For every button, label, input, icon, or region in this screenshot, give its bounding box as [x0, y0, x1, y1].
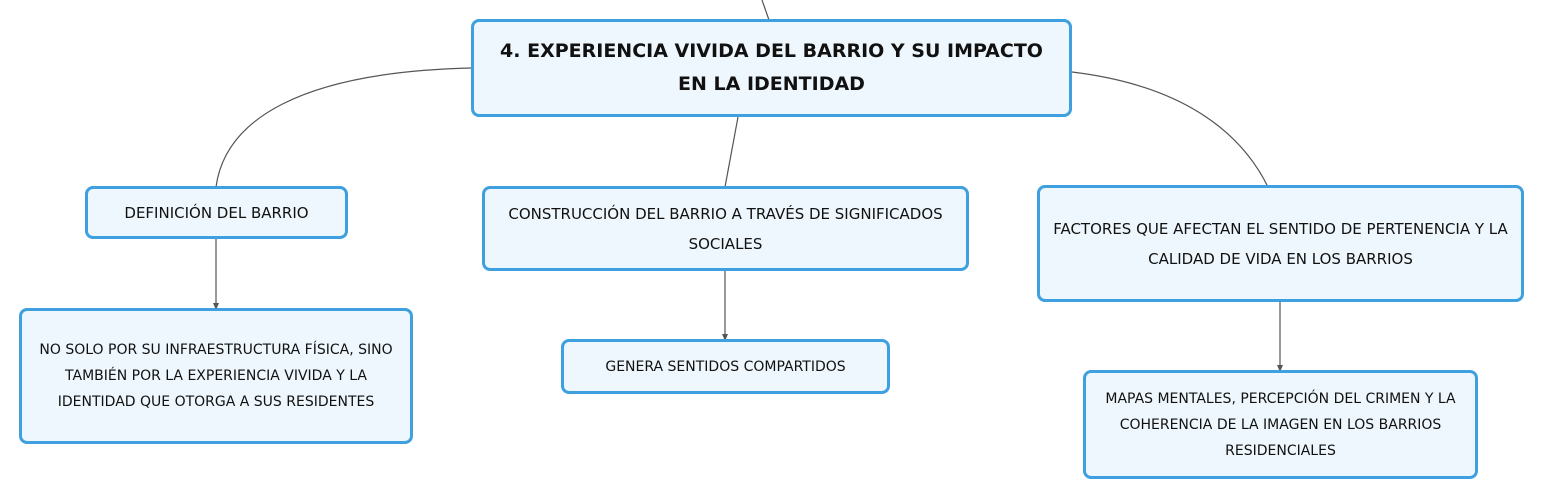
arrowhead-definicion-child	[213, 303, 219, 310]
root-topic-text: 4. EXPERIENCIA VIVIDA DEL BARRIO Y SU IM…	[500, 40, 1043, 95]
arrowhead-factores-child	[1277, 365, 1283, 372]
root-topic[interactable]: 4. EXPERIENCIA VIVIDA DEL BARRIO Y SU IM…	[471, 19, 1072, 117]
subtopic-sentidos-text: GENERA SENTIDOS COMPARTIDOS	[605, 358, 846, 375]
topic-factores-pertenencia[interactable]: FACTORES QUE AFECTAN EL SENTIDO DE PERTE…	[1037, 185, 1524, 302]
subtopic-sentidos-compartidos[interactable]: GENERA SENTIDOS COMPARTIDOS	[561, 339, 890, 394]
subtopic-infraestructura[interactable]: NO SOLO POR SU INFRAESTRUCTURA FÍSICA, S…	[19, 308, 413, 444]
connector-root-to-definicion	[215, 67, 472, 188]
connector-parent-to-root	[761, 0, 770, 21]
connector-root-to-factores	[1071, 71, 1269, 188]
topic-factores-text: FACTORES QUE AFECTAN EL SENTIDO DE PERTE…	[1053, 219, 1508, 268]
topic-construccion-del-barrio[interactable]: CONSTRUCCIÓN DEL BARRIO A TRAVÉS DE SIGN…	[482, 186, 969, 271]
arrowhead-construccion-child	[722, 334, 728, 341]
subtopic-mapas-mentales[interactable]: MAPAS MENTALES, PERCEPCIÓN DEL CRIMEN Y …	[1083, 370, 1478, 479]
topic-definicion-text: DEFINICIÓN DEL BARRIO	[124, 203, 309, 222]
topic-definicion-del-barrio[interactable]: DEFINICIÓN DEL BARRIO	[85, 186, 348, 239]
topic-construccion-text: CONSTRUCCIÓN DEL BARRIO A TRAVÉS DE SIGN…	[508, 204, 943, 253]
subtopic-mapas-text: MAPAS MENTALES, PERCEPCIÓN DEL CRIMEN Y …	[1105, 390, 1456, 459]
subtopic-infraestructura-text: NO SOLO POR SU INFRAESTRUCTURA FÍSICA, S…	[39, 342, 393, 410]
connector-root-to-construccion	[724, 116, 739, 188]
